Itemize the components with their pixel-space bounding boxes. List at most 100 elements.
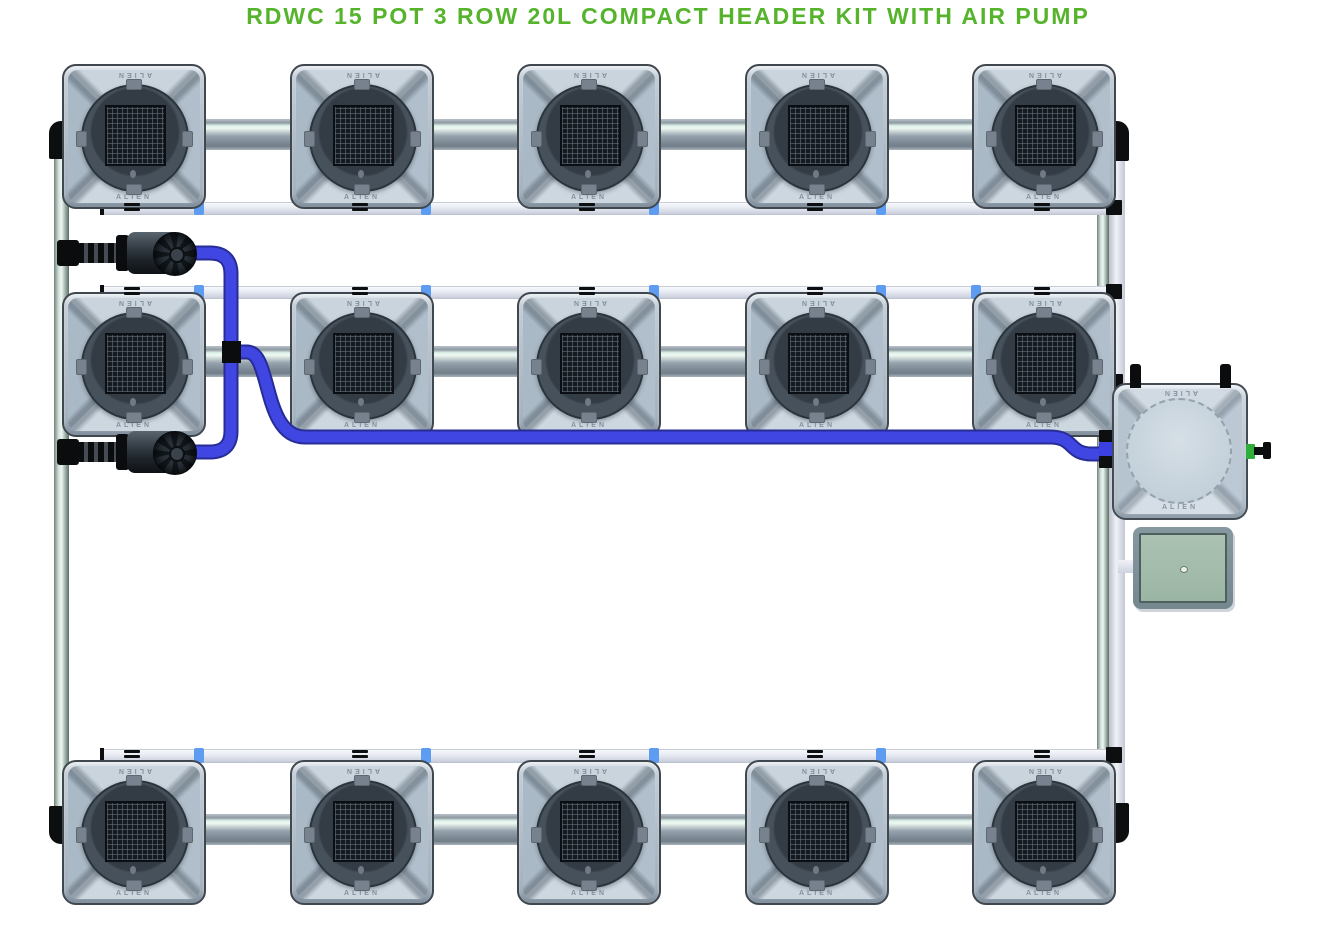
lid-tab-icon [304,827,315,843]
water-pump-bottom [57,430,197,475]
tank-lid-circle [1126,398,1232,504]
pot-pipe-fitting [352,755,368,758]
tank-drain-valve-green [1246,444,1255,459]
brand-label: ALIEN [571,194,607,201]
net-pot-mesh [105,105,166,166]
brand-label: ALIEN [344,299,380,306]
pot-pipe-fitting [124,287,140,290]
pot-r3-c3: ALIEN ALIEN [517,760,661,905]
lid-tab-icon [1036,880,1052,891]
lid-plug-dot [358,170,364,178]
pot-pipe-fitting [1034,203,1050,206]
pot-r3-c4: ALIEN ALIEN [745,760,889,905]
lid-tab-icon [126,880,142,891]
lid-plug-dot [1040,866,1046,874]
pot-pipe-fitting [352,750,368,753]
lid-tab-icon [410,359,421,375]
pipe-clip [876,748,886,763]
tank-inlet-fitting [1099,456,1113,468]
lid-tab-icon [637,359,648,375]
brand-label: ALIEN [1026,422,1062,429]
pot-pipe-fitting [807,208,823,211]
pot-r2-c2: ALIEN ALIEN [290,292,434,437]
net-pot-mesh [105,801,166,862]
pot-pipe-fitting [124,292,140,295]
lid-tab-icon [126,307,142,318]
tank-inlet-blue-coupler [1099,442,1113,456]
net-pot-mesh [560,801,621,862]
lid-tab-icon [354,184,370,195]
pot-pipe-fitting [579,750,595,753]
pot-r3-c5: ALIEN ALIEN [972,760,1116,905]
net-pot-mesh [105,333,166,394]
brand-label: ALIEN [116,71,152,78]
pump-union-barrel-icon [78,442,118,462]
pump-hub-icon [169,446,185,462]
return-pipe-junction [1106,747,1122,763]
brand-label: ALIEN [344,422,380,429]
lid-plug-dot [358,866,364,874]
brand-label: ALIEN [571,890,607,897]
brand-label: ALIEN [571,422,607,429]
net-pot-mesh [1015,333,1076,394]
lid-tab-icon [581,775,597,786]
lid-tab-icon [182,359,193,375]
lid-tab-icon [809,184,825,195]
pot-pipe-fitting [352,292,368,295]
lid-tab-icon [76,359,87,375]
brand-label: ALIEN [799,767,835,774]
header-tank: ALIEN ALIEN [1112,364,1271,520]
pot-pipe-fitting [124,208,140,211]
brand-label: ALIEN [1026,890,1062,897]
lid-tab-icon [1036,307,1052,318]
pipe-clip [421,201,431,215]
pot-pipe-fitting [579,755,595,758]
brand-label: ALIEN [116,299,152,306]
brand-label: ALIEN [116,422,152,429]
lid-tab-icon [1092,827,1103,843]
lid-tab-icon [182,827,193,843]
lid-tab-icon [1092,131,1103,147]
right-air-pipe [1097,132,1109,838]
brand-label: ALIEN [1026,767,1062,774]
tank-air-post-left [1130,364,1141,388]
lid-tab-icon [1092,359,1103,375]
brand-label: ALIEN [116,194,152,201]
air-pump [1133,527,1233,609]
pump-union-barrel-icon [78,243,118,263]
lid-tab-icon [986,131,997,147]
pipe-clip [649,748,659,763]
pot-pipe-fitting [352,208,368,211]
product-title: RDWC 15 POT 3 ROW 20L COMPACT HEADER KIT… [246,3,1090,29]
lid-plug-dot [813,398,819,406]
pot-pipe-fitting [1034,208,1050,211]
brand-label: ALIEN [571,71,607,78]
brand-label: ALIEN [1162,389,1198,396]
pot-pipe-fitting [124,203,140,206]
lid-tab-icon [809,307,825,318]
lid-tab-icon [126,184,142,195]
net-pot-mesh [1015,801,1076,862]
lid-tab-icon [637,131,648,147]
brand-label: ALIEN [1026,299,1062,306]
pot-pipe-fitting [579,287,595,290]
lid-plug-dot [585,866,591,874]
lid-tab-icon [809,775,825,786]
lid-tab-icon [410,827,421,843]
lid-tab-icon [809,880,825,891]
brand-label: ALIEN [116,767,152,774]
lid-tab-icon [354,880,370,891]
lid-plug-dot [130,170,136,178]
lid-plug-dot [813,866,819,874]
lid-tab-icon [410,131,421,147]
lid-tab-icon [126,412,142,423]
lid-tab-icon [1036,775,1052,786]
brand-label: ALIEN [116,890,152,897]
pot-r2-c3: ALIEN ALIEN [517,292,661,437]
pot-pipe-fitting [1034,292,1050,295]
lid-tab-icon [581,880,597,891]
brand-label: ALIEN [799,194,835,201]
pot-r1-c1: ALIEN ALIEN [62,64,206,209]
pipe-end-fitting [100,748,104,763]
lid-tab-icon [1036,79,1052,90]
